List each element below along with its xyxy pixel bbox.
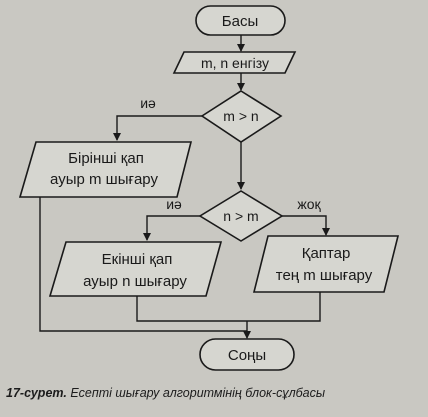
output1-line2: ауыр m шығару	[50, 171, 158, 188]
input-label: m, n енгізу	[201, 55, 269, 71]
output3-line1: Қаптар	[302, 245, 351, 262]
output2-line2: ауыр n шығару	[83, 273, 187, 290]
output3-line2: тең m шығару	[276, 267, 373, 284]
output1-line1: Бірінші қап	[68, 150, 144, 167]
arrow-output3-to-merge	[247, 292, 321, 322]
decision2-label: n > m	[223, 208, 258, 224]
caption-number: 17-сурет.	[6, 386, 67, 400]
decision2-yes-label: иә	[166, 196, 182, 212]
input-block	[172, 51, 297, 74]
arrow-output1-to-end	[39, 197, 247, 332]
decision1-label: m > n	[223, 108, 258, 124]
decision1-yes-label: иә	[140, 95, 156, 111]
end-label: Соңы	[228, 347, 266, 364]
arrow-decision2-no	[282, 215, 330, 236]
decision2-diamond	[198, 190, 284, 242]
output2-line1: Екінші қап	[102, 251, 173, 268]
output3-block	[252, 235, 400, 293]
start-terminal	[195, 5, 286, 36]
caption-text: Есепті шығару алгоритмінің блок-сұлбасы	[70, 386, 326, 400]
output2-block	[48, 241, 223, 297]
arrow-decision2-yes	[143, 215, 200, 241]
figure-caption: 17-сурет. Есепті шығару алгоритмінің бло…	[6, 386, 426, 400]
end-terminal	[199, 338, 295, 371]
decision2-no-label: жоқ	[297, 196, 321, 212]
start-label: Басы	[222, 13, 258, 30]
arrow-output2-to-merge	[136, 296, 247, 322]
output1-block	[18, 141, 193, 198]
decision1-diamond	[200, 90, 283, 143]
arrow-decision1-yes	[113, 115, 202, 141]
